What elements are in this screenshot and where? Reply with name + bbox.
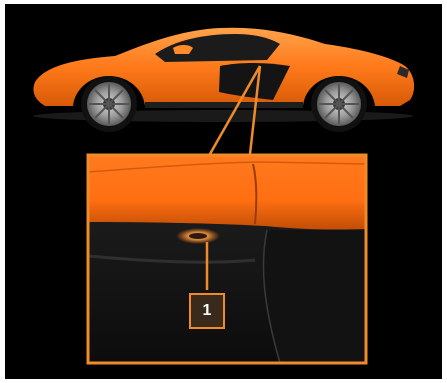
callout-number: 1 [203, 302, 212, 320]
callout-marker: 1 [189, 293, 225, 329]
rear-wheel [311, 76, 367, 132]
diagram-frame: 1 [5, 4, 442, 379]
zoom-detail-panel [88, 155, 366, 363]
car-illustration [33, 28, 414, 132]
front-wheel [81, 76, 137, 132]
